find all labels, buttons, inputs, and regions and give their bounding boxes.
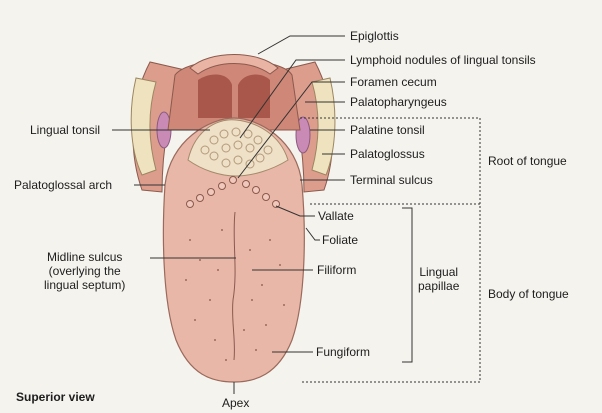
label-foramen-cecum: Foramen cecum (350, 75, 437, 89)
label-lingual-papillae: Lingual papillae (418, 265, 459, 293)
label-body-of-tongue: Body of tongue (488, 287, 569, 301)
label-superior-view: Superior view (16, 390, 95, 404)
label-palatoglossus: Palatoglossus (350, 147, 425, 161)
label-filiform: Filiform (317, 263, 356, 277)
label-root-of-tongue: Root of tongue (488, 154, 567, 168)
label-apex: Apex (222, 396, 249, 410)
label-lymphoid-nodules: Lymphoid nodules of lingual tonsils (350, 53, 536, 67)
label-palatopharyngeus: Palatopharyngeus (350, 95, 447, 109)
label-midline-sulcus: Midline sulcus (overlying the lingual se… (44, 250, 125, 292)
label-lingual-tonsil: Lingual tonsil (30, 123, 100, 137)
pharynx-dark-right (238, 75, 270, 118)
label-epiglottis: Epiglottis (350, 29, 399, 43)
label-terminal-sulcus: Terminal sulcus (350, 173, 433, 187)
label-foliate: Foliate (322, 233, 358, 247)
pharynx-dark-left (198, 75, 232, 118)
label-palatoglossal-arch: Palatoglossal arch (14, 178, 112, 192)
label-fungiform: Fungiform (316, 345, 370, 359)
label-vallate: Vallate (318, 209, 354, 223)
label-palatine-tonsil: Palatine tonsil (350, 123, 425, 137)
